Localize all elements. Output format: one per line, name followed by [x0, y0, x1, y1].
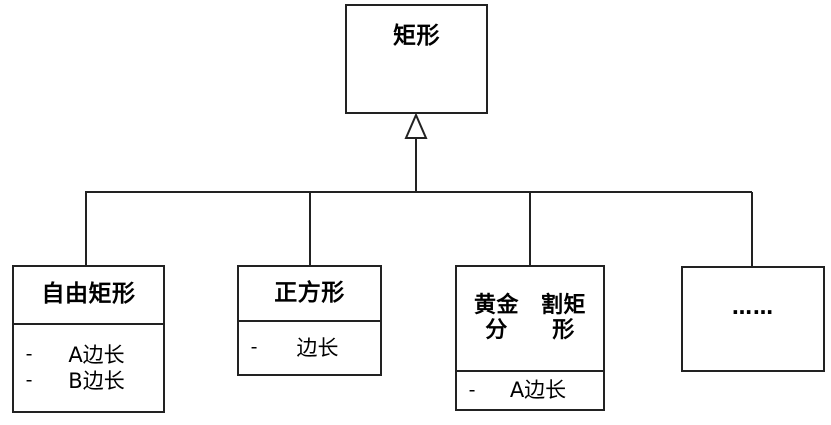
class-box-free-rectangle[interactable]: 自由矩形 - A边长 - B边长 [12, 265, 165, 413]
class-name-ellipsis: …… [732, 295, 774, 319]
visibility-marker: - [468, 378, 476, 401]
generalization-triangle [404, 112, 428, 139]
class-name-line-2: 割矩形 [540, 292, 586, 343]
attribute-compartment-golden-rectangle: - A边长 [457, 372, 603, 409]
class-name-root: 矩形 [393, 23, 440, 49]
class-name-golden-rectangle: 黄金分 割矩形 [457, 267, 603, 372]
class-box-square[interactable]: 正方形 - 边长 [237, 265, 382, 376]
class-name-free-rectangle: 自由矩形 [14, 267, 163, 325]
class-box-golden-rectangle[interactable]: 黄金分 割矩形 - A边长 [455, 265, 605, 411]
attribute-label: B边长 [68, 369, 125, 393]
class-box-ellipsis[interactable]: …… [681, 266, 825, 372]
attribute-row: - 边长 [239, 335, 380, 361]
attribute-compartment-free-rectangle: - A边长 - B边长 [14, 325, 163, 411]
attribute-row: - B边长 [14, 368, 163, 394]
class-box-root[interactable]: 矩形 [345, 4, 488, 114]
visibility-marker: - [25, 369, 33, 392]
attribute-compartment-square: - 边长 [239, 322, 380, 374]
attribute-row: - A边长 [457, 377, 603, 403]
class-name-line-1: 黄金分 [473, 292, 519, 343]
attribute-label: A边长 [68, 342, 125, 367]
attribute-row: - A边长 [14, 342, 163, 368]
visibility-marker: - [250, 336, 258, 359]
class-name-square: 正方形 [239, 267, 380, 322]
attribute-label: A边长 [509, 378, 567, 403]
attribute-label: 边长 [296, 335, 339, 360]
visibility-marker: - [25, 343, 33, 365]
